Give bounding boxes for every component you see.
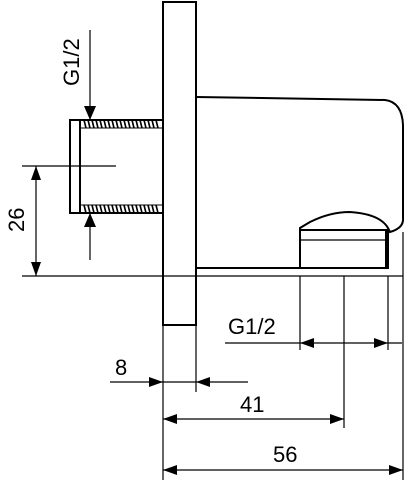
dim-overall-depth: 56 [163, 232, 404, 480]
dim-outlet-center-label: 41 [240, 392, 264, 417]
dim-outlet-thread-label: G1/2 [228, 314, 276, 339]
threaded-inlet [69, 119, 164, 214]
dim-overall-depth-label: 56 [273, 442, 297, 467]
dim-height-label: 26 [4, 208, 29, 232]
dim-flange: 8 [110, 325, 248, 480]
dim-outlet-thread: G1/2 [225, 276, 402, 350]
dim-outlet-center: 41 [163, 276, 345, 428]
dim-inlet-thread: G1/2 [59, 30, 96, 260]
thread-lines [80, 119, 163, 214]
dim-height: 26 [4, 165, 403, 277]
dim-flange-label: 8 [115, 355, 127, 380]
outlet-collar [299, 229, 389, 269]
dim-inlet-thread-label: G1/2 [59, 38, 84, 86]
elbow-body [195, 96, 405, 269]
